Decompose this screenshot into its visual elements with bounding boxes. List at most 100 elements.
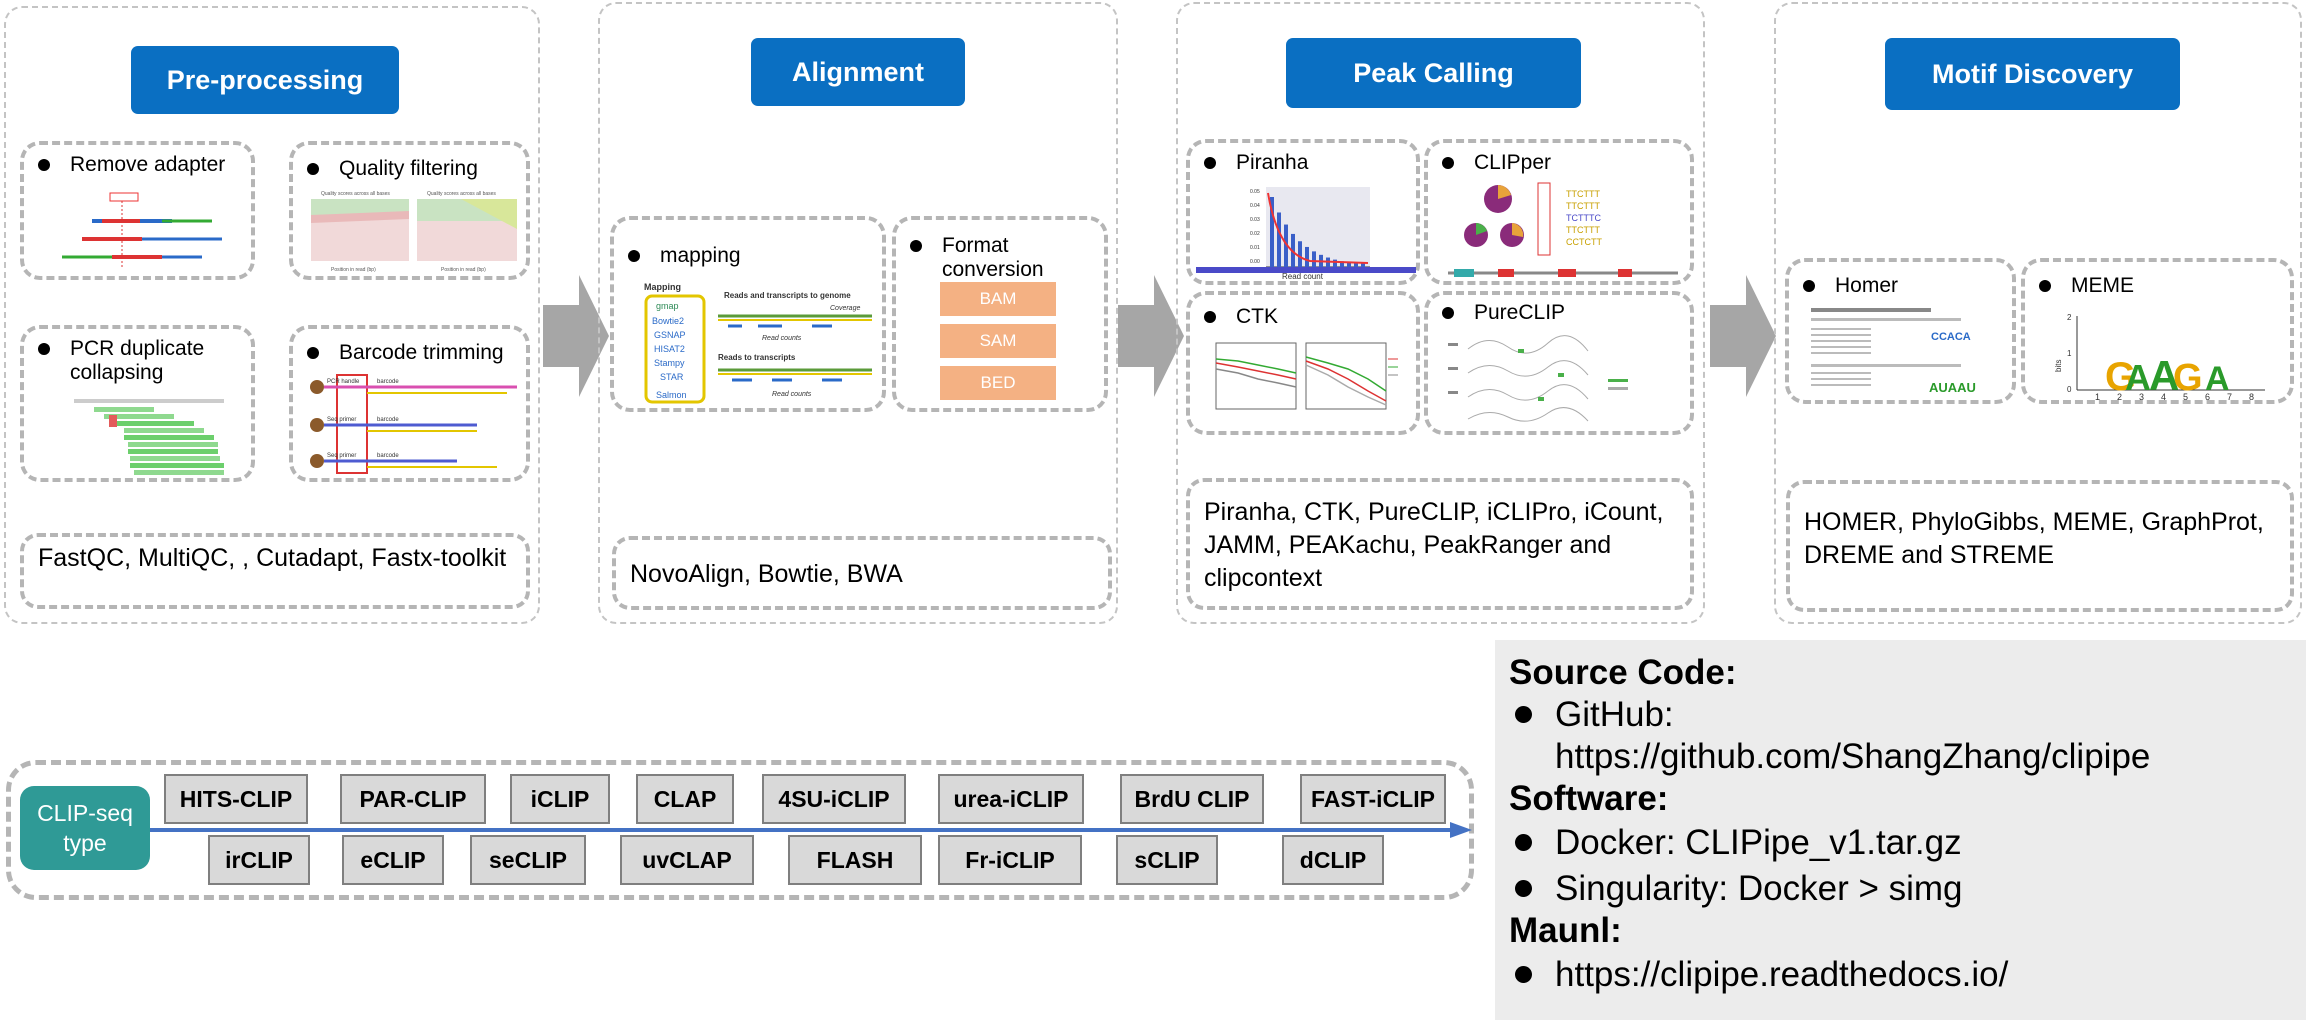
- clip-type-hits-clip: HITS-CLIP: [164, 774, 308, 824]
- svg-text:GSNAP: GSNAP: [654, 330, 686, 340]
- panel-title: Format conversion: [942, 234, 1044, 281]
- svg-text:1: 1: [2067, 349, 2072, 358]
- format-bam: BAM: [940, 282, 1056, 316]
- bullet-icon: [1204, 311, 1216, 323]
- svg-text:PCR handle: PCR handle: [327, 379, 360, 385]
- ctk-figure: [1215, 342, 1398, 410]
- meme-letter: G: [2173, 357, 2203, 399]
- panel-title: MEME: [2071, 274, 2134, 297]
- svg-text:Read counts: Read counts: [772, 391, 812, 398]
- bullet-icon: [1442, 157, 1454, 169]
- homer-figure: CCACA AUAAU: [1811, 308, 1976, 395]
- panel-remove-adapter: Remove adapter: [20, 141, 255, 280]
- bullet-icon: [1442, 307, 1454, 319]
- svg-text:HISAT2: HISAT2: [654, 344, 685, 354]
- piranha-bar: [1347, 262, 1351, 267]
- svg-text:0: 0: [2067, 385, 2072, 394]
- svg-text:barcode: barcode: [377, 379, 399, 385]
- piranha-bar: [1305, 246, 1309, 267]
- motif-discovery-stage: [1774, 2, 2302, 624]
- panel-format-conversion: Format conversion BAM SAM BED: [892, 216, 1108, 412]
- github-url[interactable]: https://github.com/ShangZhang/clipipe: [1555, 737, 2151, 776]
- pcr-figure: [74, 399, 224, 475]
- panel-title: PCR duplicate collapsing: [70, 337, 205, 384]
- svg-text:CCTCTT: CCTCTT: [1566, 237, 1602, 247]
- preprocessing-stage: [4, 6, 540, 624]
- svg-text:Position in read (bp): Position in read (bp): [441, 267, 486, 273]
- clip-type-fast-iclip: FAST-iCLIP: [1300, 774, 1446, 824]
- panel-title: mapping: [660, 244, 741, 267]
- svg-text:Bowtie2: Bowtie2: [652, 316, 684, 326]
- peak-calling-stage: [1176, 2, 1705, 624]
- meme-position-label: 1: [2095, 392, 2100, 402]
- clip-type-irclip: irCLIP: [208, 835, 310, 885]
- preprocessing-header: Pre-processing: [131, 46, 399, 114]
- svg-text:Reads and transcripts to genom: Reads and transcripts to genome: [724, 291, 851, 300]
- piranha-bar: [1284, 224, 1288, 267]
- meme-letter: A: [2149, 352, 2179, 399]
- svg-text:gmap: gmap: [656, 301, 679, 311]
- svg-text:TCTTTC: TCTTTC: [1566, 213, 1601, 223]
- panel-title: Barcode trimming: [339, 341, 504, 364]
- panel-title: Quality filtering: [339, 157, 478, 180]
- clip-type-par-clip: PAR-CLIP: [340, 774, 486, 824]
- bullet-icon: [1515, 880, 1532, 897]
- arrow-icon: [1710, 275, 1776, 397]
- panel-ctk: CTK: [1186, 291, 1420, 435]
- meme-letter: A: [2125, 357, 2151, 398]
- panel-title: Piranha: [1236, 151, 1309, 174]
- panel-title: PureCLIP: [1474, 301, 1566, 324]
- piranha-figure: Read count 10 15 0.05 0.04 0.03 0.02 0.0…: [1250, 187, 1370, 281]
- clip-type-brdu-clip: BrdU CLIP: [1120, 774, 1264, 824]
- format-sam: SAM: [940, 324, 1056, 358]
- clip-type-fr-iclip: Fr-iCLIP: [938, 835, 1082, 885]
- peak-calling-header: Peak Calling: [1286, 38, 1581, 108]
- piranha-bar: [1354, 263, 1358, 267]
- piranha-bar: [1340, 261, 1344, 267]
- bullet-icon: [307, 347, 319, 359]
- svg-text:Seq primer: Seq primer: [327, 417, 356, 423]
- clip-type-uvclap: uvCLAP: [620, 835, 754, 885]
- manual-url[interactable]: https://clipipe.readthedocs.io/: [1555, 955, 2009, 994]
- panel-title: CLIPper: [1474, 151, 1552, 174]
- bullet-icon: [1204, 157, 1216, 169]
- svg-text:AUAAU: AUAAU: [1929, 380, 1976, 395]
- motif-discovery-header: Motif Discovery: [1885, 38, 2180, 110]
- panel-homer: Homer CCACA AUAAU: [1785, 258, 2016, 404]
- svg-text:0.05: 0.05: [1250, 189, 1260, 195]
- svg-text:0.03: 0.03: [1250, 217, 1260, 223]
- piranha-bar: [1270, 197, 1274, 267]
- alignment-tools: NovoAlign, Bowtie, BWA: [612, 536, 1112, 610]
- svg-text:2: 2: [2067, 313, 2072, 322]
- svg-text:Read count: Read count: [1282, 272, 1324, 281]
- svg-text:Salmon: Salmon: [656, 390, 687, 400]
- source-code-title: Source Code:: [1509, 653, 1737, 692]
- quality-figure: Quality scores across all bases Quality …: [311, 191, 517, 273]
- github-label: GitHub:: [1555, 695, 1674, 734]
- meme-position-label: 3: [2139, 392, 2144, 402]
- arrow-icon: [543, 275, 609, 397]
- svg-text:TTCTTT: TTCTTT: [1566, 225, 1600, 235]
- manual-title: Maunl:: [1509, 911, 1622, 950]
- svg-text:0.00: 0.00: [1250, 259, 1260, 265]
- source-info-panel: Source Code: GitHub: https://github.com/…: [1495, 640, 2306, 1020]
- meme-position-label: 6: [2205, 392, 2210, 402]
- svg-text:Read counts: Read counts: [762, 335, 802, 342]
- clip-type-urea-iclip: urea-iCLIP: [938, 774, 1084, 824]
- panel-pcr-duplicate: PCR duplicate collapsing: [20, 325, 255, 482]
- svg-text:Stampy: Stampy: [654, 358, 685, 368]
- panel-piranha: Piranha Read count 10 15 0.05 0.04 0.03 …: [1186, 139, 1420, 285]
- adapter-figure: [62, 192, 222, 267]
- svg-text:Coverage: Coverage: [830, 305, 860, 312]
- meme-position-label: 8: [2249, 392, 2254, 402]
- meme-letter: A: [2205, 360, 2230, 398]
- bullet-icon: [1515, 706, 1532, 723]
- panel-pureclip: PureCLIP: [1424, 291, 1694, 435]
- peak-calling-tools: Piranha, CTK, PureCLIP, iCLIPro, iCount,…: [1186, 478, 1694, 610]
- piranha-bar: [1312, 251, 1316, 267]
- svg-text:0.02: 0.02: [1250, 231, 1260, 237]
- svg-text:TTCTTT: TTCTTT: [1566, 201, 1600, 211]
